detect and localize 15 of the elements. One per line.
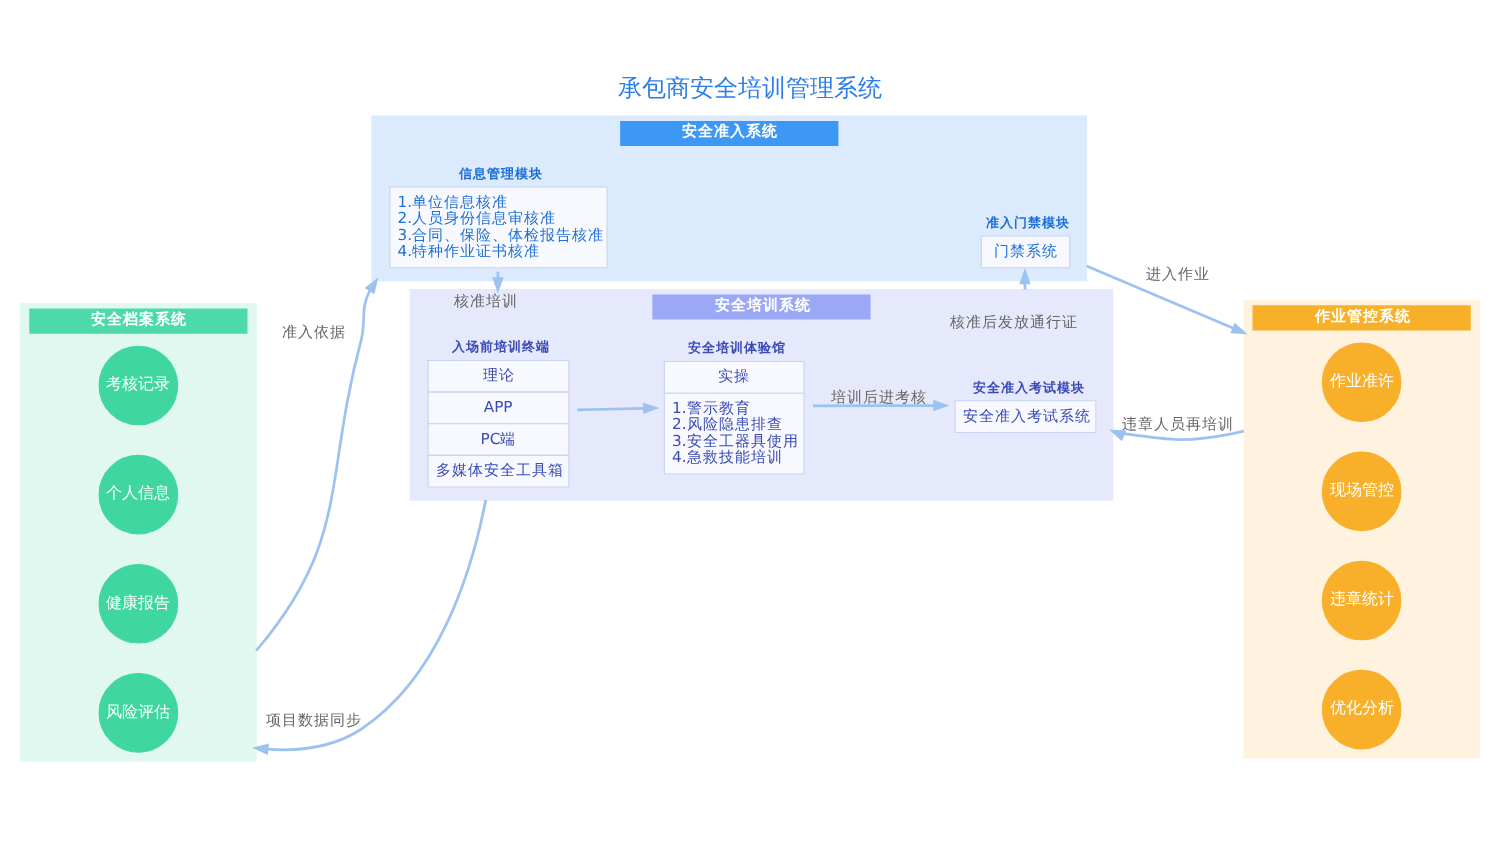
arrow — [1086, 264, 1248, 335]
arrow — [813, 399, 950, 412]
arrow — [255, 277, 379, 652]
node-circle: 个人信息 — [98, 454, 179, 535]
arrow — [1109, 429, 1245, 442]
node-circle: 违章统计 — [1321, 560, 1402, 641]
node-circle: 优化分析 — [1321, 669, 1402, 750]
node-circle: 现场管控 — [1321, 451, 1402, 532]
node-circle: 作业准许 — [1321, 342, 1402, 423]
node-circle: 风险评估 — [98, 673, 179, 753]
diagram-title: 承包商安全培训管理系统 — [618, 73, 882, 102]
arrow — [252, 499, 488, 756]
node-circle: 健康报告 — [98, 563, 179, 644]
arrow — [577, 402, 660, 415]
node-circle: 考核记录 — [98, 345, 179, 426]
